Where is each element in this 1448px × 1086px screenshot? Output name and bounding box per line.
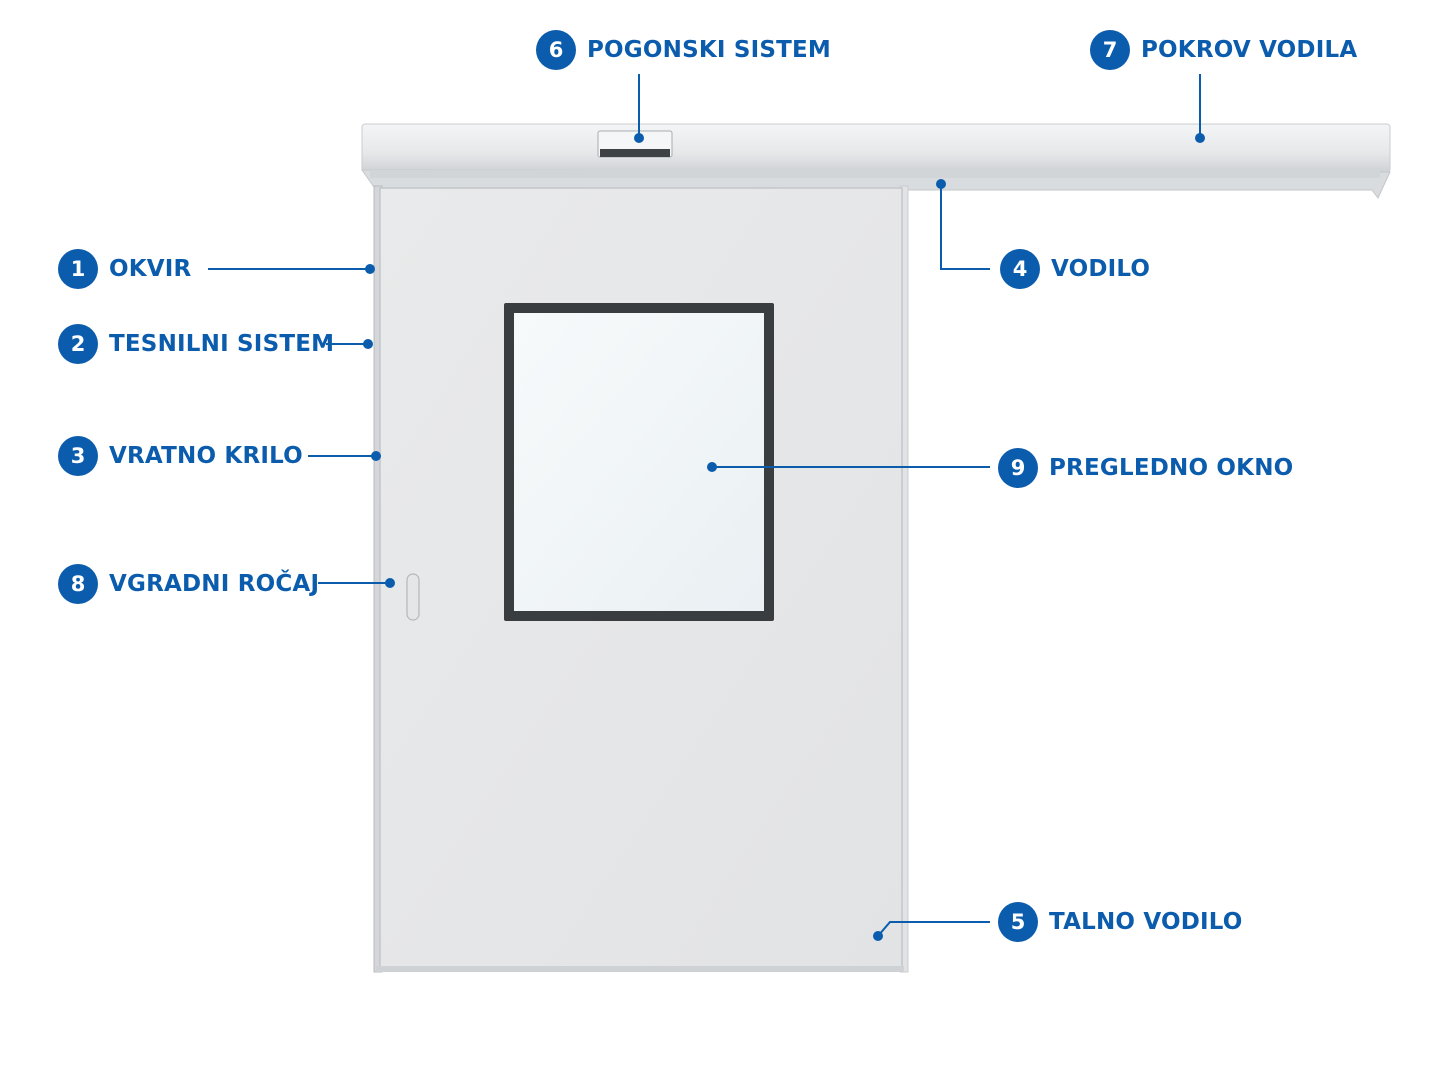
leader-dot-3 — [371, 451, 381, 461]
label-text: VODILO — [1051, 256, 1151, 282]
number-badge: 7 — [1090, 30, 1130, 70]
label-text: POGONSKI SISTEM — [587, 37, 832, 63]
leader-dot-4 — [936, 179, 946, 189]
number-badge: 5 — [998, 902, 1038, 942]
number-badge: 4 — [1000, 249, 1040, 289]
label-vratno-krilo: 3 VRATNO KRILO — [58, 436, 303, 476]
number-badge: 8 — [58, 564, 98, 604]
number-badge: 1 — [58, 249, 98, 289]
label-talno-vodilo: 5 TALNO VODILO — [998, 902, 1243, 942]
label-text: TESNILNI SISTEM — [109, 331, 335, 357]
leader-dots — [363, 133, 1205, 941]
label-vgradni-rocaj: 8 VGRADNI ROČAJ — [58, 564, 319, 604]
vision-window — [504, 303, 774, 621]
number-badge: 6 — [536, 30, 576, 70]
label-pokrov-vodila: 7 POKROV VODILA — [1090, 30, 1357, 70]
label-text: POKROV VODILA — [1141, 37, 1358, 63]
leader-dot-5 — [873, 931, 883, 941]
label-text: VRATNO KRILO — [109, 443, 303, 469]
flush-handle — [406, 573, 420, 621]
leader-dot-9 — [707, 462, 717, 472]
rail-cover — [361, 123, 1391, 199]
label-text: VGRADNI ROČAJ — [109, 571, 320, 597]
number-badge: 2 — [58, 324, 98, 364]
floor-guide — [376, 966, 904, 972]
leader-lines — [208, 74, 1201, 937]
label-okvir: 1 OKVIR — [58, 249, 191, 289]
leader-dot-7 — [1195, 133, 1205, 143]
drive-unit — [597, 130, 673, 158]
leader-dot-6 — [634, 133, 644, 143]
leader-dot-8 — [385, 578, 395, 588]
leader-line-4 — [940, 184, 990, 270]
leader-dot-1 — [365, 264, 375, 274]
label-text: OKVIR — [109, 256, 192, 282]
label-pogonski-sistem: 6 POGONSKI SISTEM — [536, 30, 831, 70]
label-text: PREGLEDNO OKNO — [1049, 455, 1294, 481]
leader-line-5 — [877, 921, 990, 937]
label-tesnilni-sistem: 2 TESNILNI SISTEM — [58, 324, 334, 364]
label-pregledno-okno: 9 PREGLEDNO OKNO — [998, 448, 1293, 488]
number-badge: 3 — [58, 436, 98, 476]
leader-dot-2 — [363, 339, 373, 349]
number-badge: 9 — [998, 448, 1038, 488]
label-text: TALNO VODILO — [1049, 909, 1243, 935]
label-vodilo: 4 VODILO — [1000, 249, 1150, 289]
